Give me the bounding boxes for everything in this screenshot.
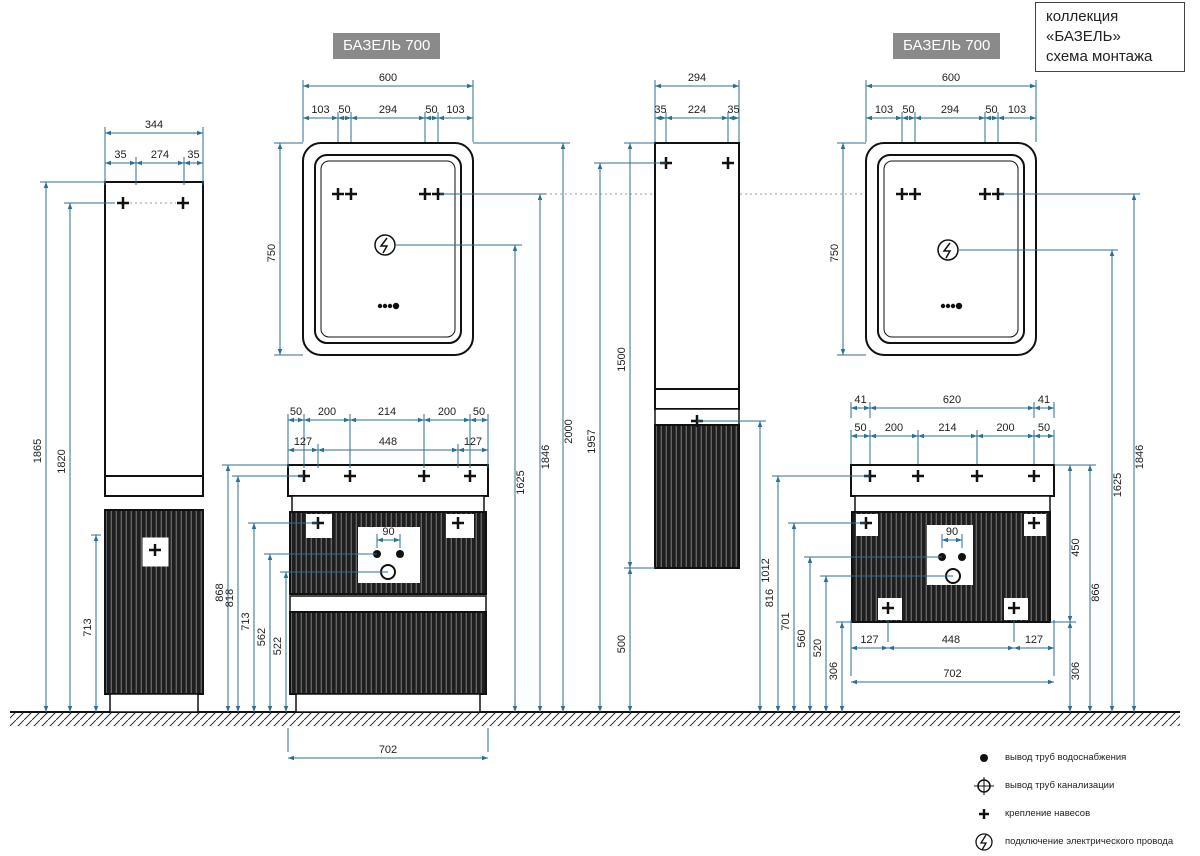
dim-m1-103a: 103 xyxy=(311,104,329,116)
dim-v1-448: 448 xyxy=(379,436,397,448)
dim-m2-103b: 103 xyxy=(1008,104,1026,116)
dim-m2-600: 600 xyxy=(942,72,960,84)
dim-v1-522: 522 xyxy=(272,637,284,655)
dim-v2-306b: 306 xyxy=(1070,662,1082,680)
dim-m1-50a: 50 xyxy=(338,104,350,116)
dim-tall-1865: 1865 xyxy=(32,439,44,463)
dim-v2-200b: 200 xyxy=(996,422,1014,434)
dim-v2-90: 90 xyxy=(946,526,958,538)
dim-h-224: 224 xyxy=(688,104,706,116)
dim-h-294: 294 xyxy=(688,72,706,84)
dim-m2-50b: 50 xyxy=(985,104,997,116)
vanity-right xyxy=(850,464,1055,623)
dim-h-35b: 35 xyxy=(727,104,739,116)
dim-v1-200a: 200 xyxy=(318,406,336,418)
dim-m1-50b: 50 xyxy=(425,104,437,116)
dim-v2-701: 701 xyxy=(780,612,792,630)
legend-water-text: вывод труб водоснабжения xyxy=(1005,752,1127,763)
collection-line-2: «БАЗЕЛЬ» xyxy=(1046,28,1121,45)
legend-mount-text: крепление навесов xyxy=(1005,808,1091,819)
dim-v2-127b: 127 xyxy=(1025,634,1043,646)
hanging-cabinet xyxy=(654,142,740,569)
dim-h-1012: 1012 xyxy=(760,558,772,582)
mirror-left xyxy=(302,142,474,356)
dim-tall-713: 713 xyxy=(82,618,94,636)
dim-v1-127a: 127 xyxy=(294,436,312,448)
legend-drain-text: вывод труб канализации xyxy=(1005,780,1115,791)
dim-v2-41a: 41 xyxy=(854,394,866,406)
dim-v2-702: 702 xyxy=(943,668,961,680)
dim-tall-35a: 35 xyxy=(114,149,126,161)
dim-v2-214: 214 xyxy=(938,422,956,434)
dim-h-1957: 1957 xyxy=(586,429,598,453)
dim-v1-127b: 127 xyxy=(464,436,482,448)
dim-tall-868: 868 xyxy=(214,583,226,601)
dim-v1-562: 562 xyxy=(256,628,268,646)
dim-v2-866: 866 xyxy=(1090,583,1102,601)
dim-v2-620: 620 xyxy=(943,394,961,406)
dim-v1-90: 90 xyxy=(382,526,394,538)
dim-v2-520: 520 xyxy=(812,639,824,657)
dim-v2-50a: 50 xyxy=(854,422,866,434)
dim-m2-103a: 103 xyxy=(875,104,893,116)
dim-v1-1625: 1625 xyxy=(515,470,527,494)
dim-h-500: 500 xyxy=(616,635,628,653)
dim-v1-818: 818 xyxy=(224,589,236,607)
dim-h-1500: 1500 xyxy=(616,347,628,371)
dim-m2-294: 294 xyxy=(941,104,959,116)
dim-v1-50a: 50 xyxy=(290,406,302,418)
mount-cross-icon xyxy=(979,809,989,819)
dim-m1-103b: 103 xyxy=(446,104,464,116)
dim-tall-width: 344 xyxy=(145,119,163,131)
dimension-lines xyxy=(40,80,1140,761)
mirror-label-left: БАЗЕЛЬ 700 xyxy=(333,33,441,59)
dim-v1-713: 713 xyxy=(240,612,252,630)
dim-v2-127a: 127 xyxy=(860,634,878,646)
dim-m2-50a: 50 xyxy=(902,104,914,116)
collection-line-3: схема монтажа xyxy=(1046,48,1153,65)
drain-icon xyxy=(974,777,994,795)
dim-v2-306a: 306 xyxy=(828,662,840,680)
dim-tall-274: 274 xyxy=(151,149,169,161)
water-supply-icon xyxy=(980,754,988,762)
dim-h-35a: 35 xyxy=(654,104,666,116)
dim-v1-200b: 200 xyxy=(438,406,456,418)
dim-v2-200a: 200 xyxy=(885,422,903,434)
dimension-labels: 344 35 274 35 1865 1820 713 868 600 103 50 294 50 103… xyxy=(32,72,1146,756)
dim-v2-1846: 1846 xyxy=(1134,445,1146,469)
mirror-label-right: БАЗЕЛЬ 700 xyxy=(893,33,1001,59)
dim-v2-816: 816 xyxy=(764,589,776,607)
dim-m1-600: 600 xyxy=(379,72,397,84)
dim-v2-1625: 1625 xyxy=(1112,473,1124,497)
mirror-right xyxy=(865,142,1037,356)
dim-v2-50b: 50 xyxy=(1038,422,1050,434)
dim-v2-450: 450 xyxy=(1070,538,1082,556)
dim-tall-35b: 35 xyxy=(187,149,199,161)
dim-v1-1846: 1846 xyxy=(540,445,552,469)
dim-v2-560: 560 xyxy=(796,629,808,647)
dim-m1-294: 294 xyxy=(379,104,397,116)
dim-tall-1820: 1820 xyxy=(56,449,68,473)
dim-v2-41b: 41 xyxy=(1038,394,1050,406)
tall-cabinet xyxy=(104,181,204,713)
dim-v1-702: 702 xyxy=(379,744,397,756)
collection-line-1: коллекция xyxy=(1046,8,1119,25)
dim-v1-50b: 50 xyxy=(473,406,485,418)
dim-m2-750: 750 xyxy=(829,244,841,262)
dim-v1-214: 214 xyxy=(378,406,396,418)
dim-v2-448: 448 xyxy=(942,634,960,646)
dim-v1-2000: 2000 xyxy=(563,419,575,443)
electric-bolt-icon xyxy=(975,833,993,851)
vanity-left xyxy=(287,464,489,713)
collection-title-box: коллекция «БАЗЕЛЬ» схема монтажа xyxy=(1035,2,1185,72)
dim-m1-750: 750 xyxy=(266,244,278,262)
floor xyxy=(10,711,1180,726)
legend-electric-text: подключение электрического провода xyxy=(1005,836,1174,847)
